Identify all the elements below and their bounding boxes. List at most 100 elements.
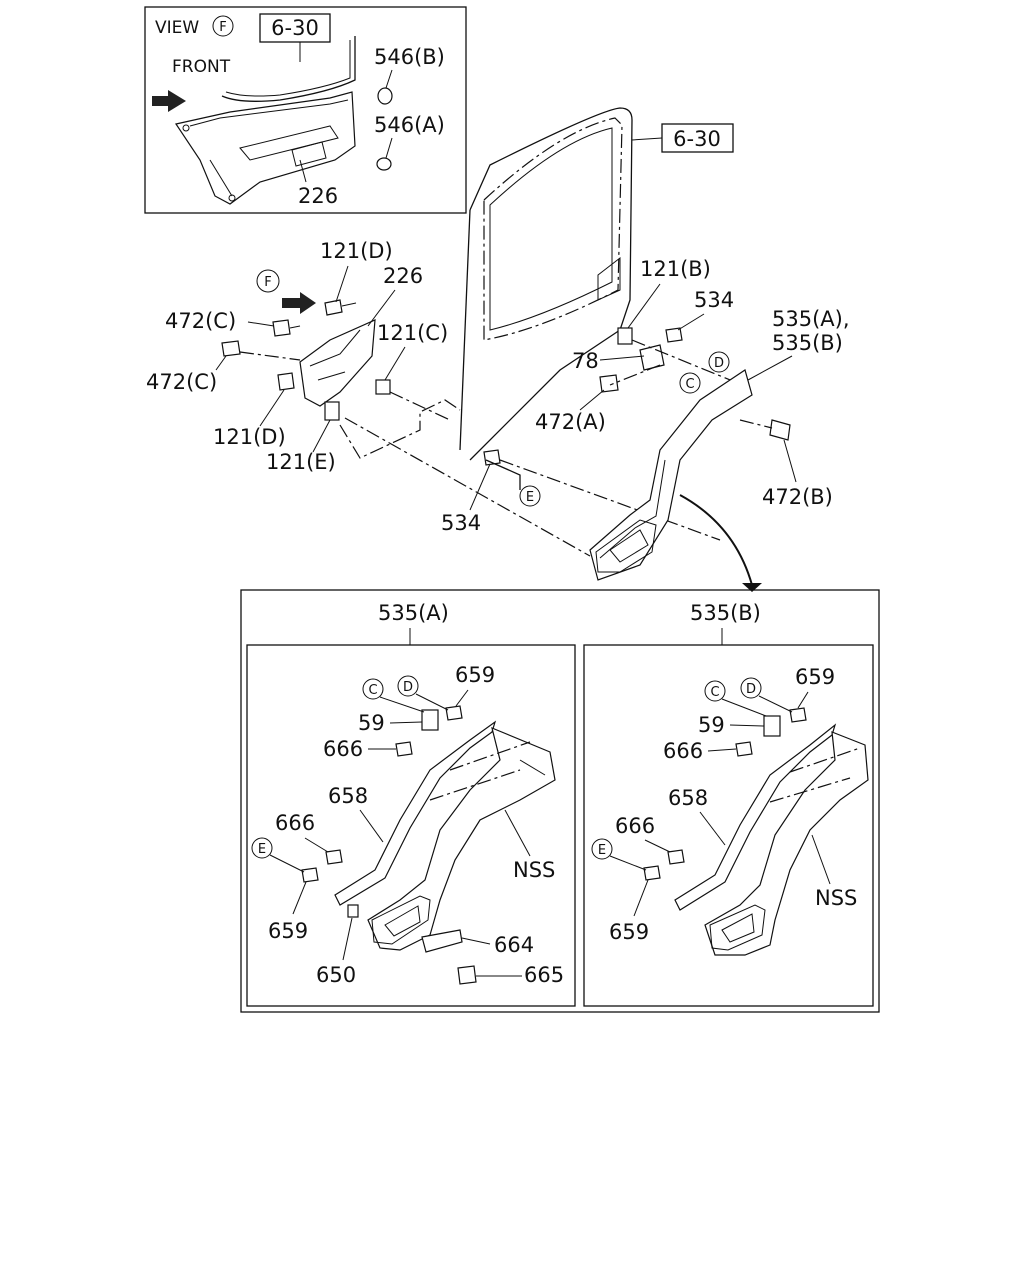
detail-b-title: 535(B) [690,601,761,625]
clip-650-a-icon [347,904,359,918]
label-121c: 121(C) [377,321,448,345]
bolt-659-bottom-b-icon [643,865,661,881]
plate-664-a [421,929,463,953]
detail-a-650: 650 [316,963,356,987]
detail-a-circle-d [397,675,419,697]
view-ref-letter: F [219,20,226,35]
bolt-121d-bottom-icon [277,372,295,391]
circle-c-main [679,372,701,394]
detail-a-665: 665 [524,963,564,987]
label-472c-a: 472(C) [165,309,236,333]
detail-b-circle-d [740,677,762,699]
door-window [489,127,613,331]
bolt-659-top-b-icon [789,707,807,723]
bracket-78-icon [639,344,665,371]
clip-121c-icon [375,379,391,395]
label-535-first: 535(A), [772,307,850,331]
front-arrow-icon [152,90,186,112]
svg-text:E: E [258,842,266,857]
clip-121b-icon [617,327,633,345]
detail-a-panel: 535(A) 659 59 666 658 666 659 650 664 [246,601,576,1007]
bolt-472a-icon [599,374,619,393]
bolt-121d-top-icon [324,299,343,316]
detail-b-circle-c [704,680,726,702]
svg-text:E: E [598,843,606,858]
label-534-top: 534 [694,288,734,312]
label-535-second: 535(B) [772,331,843,355]
svg-text:F: F [264,275,271,290]
clip-121e-icon [324,401,340,421]
label-534-bottom: 534 [441,511,481,535]
fender-nss-b [704,731,869,956]
inset-view-panel: VIEW F 6-30 FRONT 546(B) 546(A) 226 [144,6,467,214]
bolt-472c-lower-icon [221,340,241,357]
detail-b-658: 658 [668,786,708,810]
detail-outer-frame [240,589,880,1013]
detail-b-666-top: 666 [663,739,703,763]
svg-text:C: C [710,685,719,700]
inset-546b-label: 546(B) [374,45,445,69]
label-121e: 121(E) [266,450,336,474]
view-f-marker [256,269,280,293]
fender-535 [589,369,753,581]
label-472a: 472(A) [535,410,606,434]
detail-b-659-bottom: 659 [609,920,649,944]
door-outline [469,107,633,461]
detail-a-nss: NSS [513,858,555,882]
clip-546b-icon [377,87,393,105]
inset-trim-panel [175,91,356,205]
bolt-666-mid-a-icon [325,849,343,865]
moulding-658-a [334,720,497,906]
svg-text:C: C [368,683,377,698]
door-assembly: 6-30 [459,107,734,461]
door-ref-label: 6-30 [673,127,721,151]
label-226: 226 [383,264,423,288]
detail-b-659-top: 659 [795,665,835,689]
detail-b-nss: NSS [815,886,857,910]
view-ref-circle [212,15,234,37]
bolt-472b-icon [769,419,791,441]
detail-a-658: 658 [328,784,368,808]
label-472c-b: 472(C) [146,370,217,394]
label-121b: 121(B) [640,257,711,281]
detail-a-659-top: 659 [455,663,495,687]
svg-text:D: D [403,680,413,695]
clip-59-b-icon [763,715,781,737]
bracket-226 [299,319,376,407]
detail-b-666-mid: 666 [615,814,655,838]
svg-text:C: C [685,377,694,392]
bolt-534-top-icon [665,327,683,343]
inset-ref-label: 6-30 [271,16,319,40]
circle-e-main [519,485,541,507]
front-label: FRONT [172,57,231,77]
inset-226-label: 226 [298,184,338,208]
fender-nss-a [367,726,556,951]
svg-text:D: D [714,356,724,371]
bolt-666-top-a-icon [395,741,413,757]
svg-text:E: E [526,490,534,505]
label-121d-top: 121(D) [320,239,393,263]
main-fasteners [221,299,791,466]
label-121d-bottom: 121(D) [213,425,286,449]
circle-d-main [708,351,730,373]
bolt-659-bottom-a-icon [301,867,319,883]
label-78: 78 [572,349,599,373]
clip-546a-icon [376,157,392,171]
bolt-666-mid-b-icon [667,849,685,865]
detail-a-666-mid: 666 [275,811,315,835]
main-labels: 121(D) 226 472(C) 472(C) 121(C) 121(D) 1… [146,239,850,535]
inset-546a-label: 546(A) [374,113,445,137]
inset-door-outline [221,36,356,102]
bolt-666-top-b-icon [735,741,753,757]
detail-b-59: 59 [698,713,725,737]
detail-a-circle-c [362,678,384,700]
detail-a-666-top: 666 [323,737,363,761]
svg-text:D: D [746,682,756,697]
view-label: VIEW [155,18,199,38]
detail-a-59: 59 [358,711,385,735]
detail-b-circle-e [591,838,613,860]
bolt-472c-top-icon [272,319,291,337]
detail-a-659-bottom: 659 [268,919,308,943]
detail-b-panel: 535(B) 659 59 666 658 666 659 NSS C D [583,601,874,1007]
